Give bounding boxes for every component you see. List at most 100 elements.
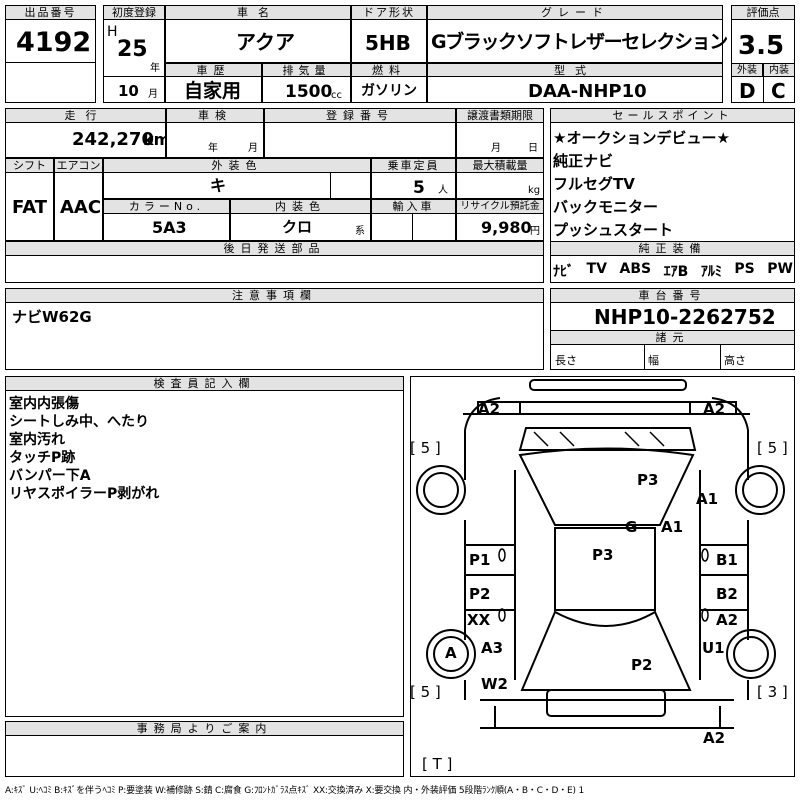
- transfer-header: 譲渡書類期限: [456, 108, 544, 123]
- ext-grade-header: 外装: [731, 63, 763, 77]
- sales-point-item: 純正ナビ: [553, 152, 614, 170]
- damage-mark-p2-trunk: P2: [631, 656, 653, 674]
- capacity-header: 乗車定員: [371, 158, 456, 173]
- chassis-header: 車台番号: [550, 288, 795, 303]
- score-header: 評価点: [731, 5, 795, 20]
- inspector-item: 室内内張傷: [9, 396, 79, 412]
- aircon-value: AAC: [60, 197, 102, 218]
- inspector-item: 室内汚れ: [9, 432, 65, 448]
- import-split: [412, 213, 413, 241]
- int-color-header: 内装色: [230, 199, 371, 214]
- grade-value: Gブラックソフトレザーセレクション: [431, 31, 728, 53]
- later-parts-header: 後日発送部品: [5, 241, 544, 256]
- lot-number: 4192: [16, 27, 92, 58]
- lot-header: 出品番号: [5, 5, 96, 20]
- inspector-item: バンパー下A: [9, 468, 91, 484]
- inspector-item: タッチP跡: [9, 450, 76, 466]
- inspector-box: [5, 376, 404, 717]
- damage-mark-w2: W2: [481, 675, 508, 693]
- max-load-header: 最大積載量: [456, 158, 544, 173]
- recycle-header: リサイクル預託金: [456, 199, 544, 214]
- tire-front-right: [ 5 ]: [757, 439, 788, 457]
- model-value: DAA-NHP10: [528, 81, 647, 102]
- int-grade-header: 内装: [763, 63, 795, 77]
- damage-mark-a2-front-right: A2: [703, 400, 726, 418]
- first-reg-box: [103, 5, 165, 103]
- equipment-item: ABS: [619, 261, 652, 277]
- transfer-month-unit: 月: [491, 143, 501, 154]
- sales-points-header: セールスポイント: [550, 108, 795, 123]
- damage-mark-a2-rear: A2: [703, 729, 726, 747]
- grade-header: グレード: [427, 5, 723, 20]
- sales-point-item: フルセグTV: [553, 175, 635, 193]
- damage-mark-a2-front-left: A2: [478, 400, 501, 418]
- fuel-value: ガソリン: [361, 83, 417, 99]
- sales-point-item: バックモニター: [553, 198, 659, 216]
- first-reg-month-unit: 月: [148, 89, 158, 100]
- specs-header: 諸元: [550, 330, 795, 345]
- fuel-header: 燃料: [351, 63, 427, 77]
- inspector-header: 検査員記入欄: [5, 376, 404, 391]
- capacity-unit: 人: [438, 185, 448, 196]
- inspector-list: 室内内張傷 シートしみ中、へたり 室内汚れ タッチP跡 バンパー下A リヤスポイ…: [9, 395, 399, 503]
- tire-front-left: [ 5 ]: [410, 439, 441, 457]
- equipment-item: PS: [734, 261, 755, 277]
- notes-header: 注意事項欄: [5, 288, 544, 303]
- first-reg-year-unit: 年: [150, 63, 160, 74]
- reg-no-header: 登録番号: [264, 108, 456, 123]
- specs-height-label: 高さ: [724, 354, 746, 367]
- int-color-unit: 系: [355, 226, 365, 237]
- import-header: 輸入車: [371, 199, 456, 214]
- damage-mark-a1-pillar: A1: [661, 518, 684, 536]
- score-value: 3.5: [738, 31, 785, 61]
- office-header: 事務局よりご案内: [5, 721, 404, 736]
- notes-text: ナビW62G: [12, 308, 92, 326]
- door-value: 5HB: [365, 31, 411, 55]
- first-reg-divider: [103, 76, 165, 77]
- damage-mark-a2-right: A2: [716, 611, 739, 629]
- legend-text: A:ｷｽﾞ U:ﾍｺﾐ B:ｷｽﾞを伴うﾍｺﾐ P:要塗装 W:補修跡 S:錆 …: [5, 786, 584, 796]
- inspection-header: 車検: [166, 108, 264, 123]
- int-color-box: [230, 213, 371, 241]
- damage-mark-a-wheel: A: [445, 644, 457, 662]
- car-name-header: 車名: [165, 5, 351, 20]
- damage-mark-b2: B2: [716, 585, 738, 603]
- first-reg-era: H: [107, 24, 118, 40]
- ext-grade-value: D: [739, 79, 756, 103]
- mileage-header: 走行: [5, 108, 166, 123]
- first-reg-year: 25: [117, 37, 148, 62]
- chassis-number: NHP10-2262752: [594, 305, 776, 329]
- ext-color-header: 外装色: [103, 158, 371, 173]
- history-value: 自家用: [184, 80, 242, 102]
- model-header: 型式: [427, 63, 723, 77]
- ext-color-split: [330, 173, 331, 199]
- shift-value: FAT: [12, 197, 48, 218]
- int-color-value: クロ: [282, 218, 313, 236]
- sales-point-item: プッシュスタート: [553, 221, 674, 239]
- inspector-item: リヤスポイラーP剥がれ: [9, 486, 160, 502]
- equipment-item: ｱﾙﾐ: [700, 264, 722, 280]
- damage-mark-p2-left: P2: [469, 585, 491, 603]
- specs-split-1: [644, 344, 645, 370]
- inspection-month-unit: 月: [248, 143, 258, 154]
- recycle-box: [456, 213, 544, 241]
- color-no-box: [103, 213, 230, 241]
- ext-color-value: キ: [210, 176, 227, 195]
- aircon-header: エアコン: [54, 158, 103, 173]
- car-name: アクア: [236, 30, 295, 54]
- damage-mark-b1: B1: [716, 551, 738, 569]
- door-header: ドア形状: [351, 5, 427, 20]
- equipment-header: 純正装備: [550, 241, 795, 256]
- car-diagram: [416, 379, 785, 729]
- equipment-item: TV: [586, 261, 607, 277]
- lot-divider: [5, 62, 96, 63]
- damage-mark-g-glass: G: [625, 518, 638, 536]
- max-load-unit: kg: [528, 185, 541, 196]
- sales-points-list: ★オークションデビュー★ 純正ナビ フルセグTV バックモニター プッシュスター…: [553, 127, 791, 242]
- shift-header: シフト: [5, 158, 54, 173]
- equipment-item: ｴｱB: [663, 264, 689, 280]
- specs-length-label: 長さ: [555, 354, 577, 367]
- damage-mark-a3: A3: [481, 639, 504, 657]
- damage-mark-a1-fender: A1: [696, 490, 719, 508]
- lot-box: [5, 5, 96, 103]
